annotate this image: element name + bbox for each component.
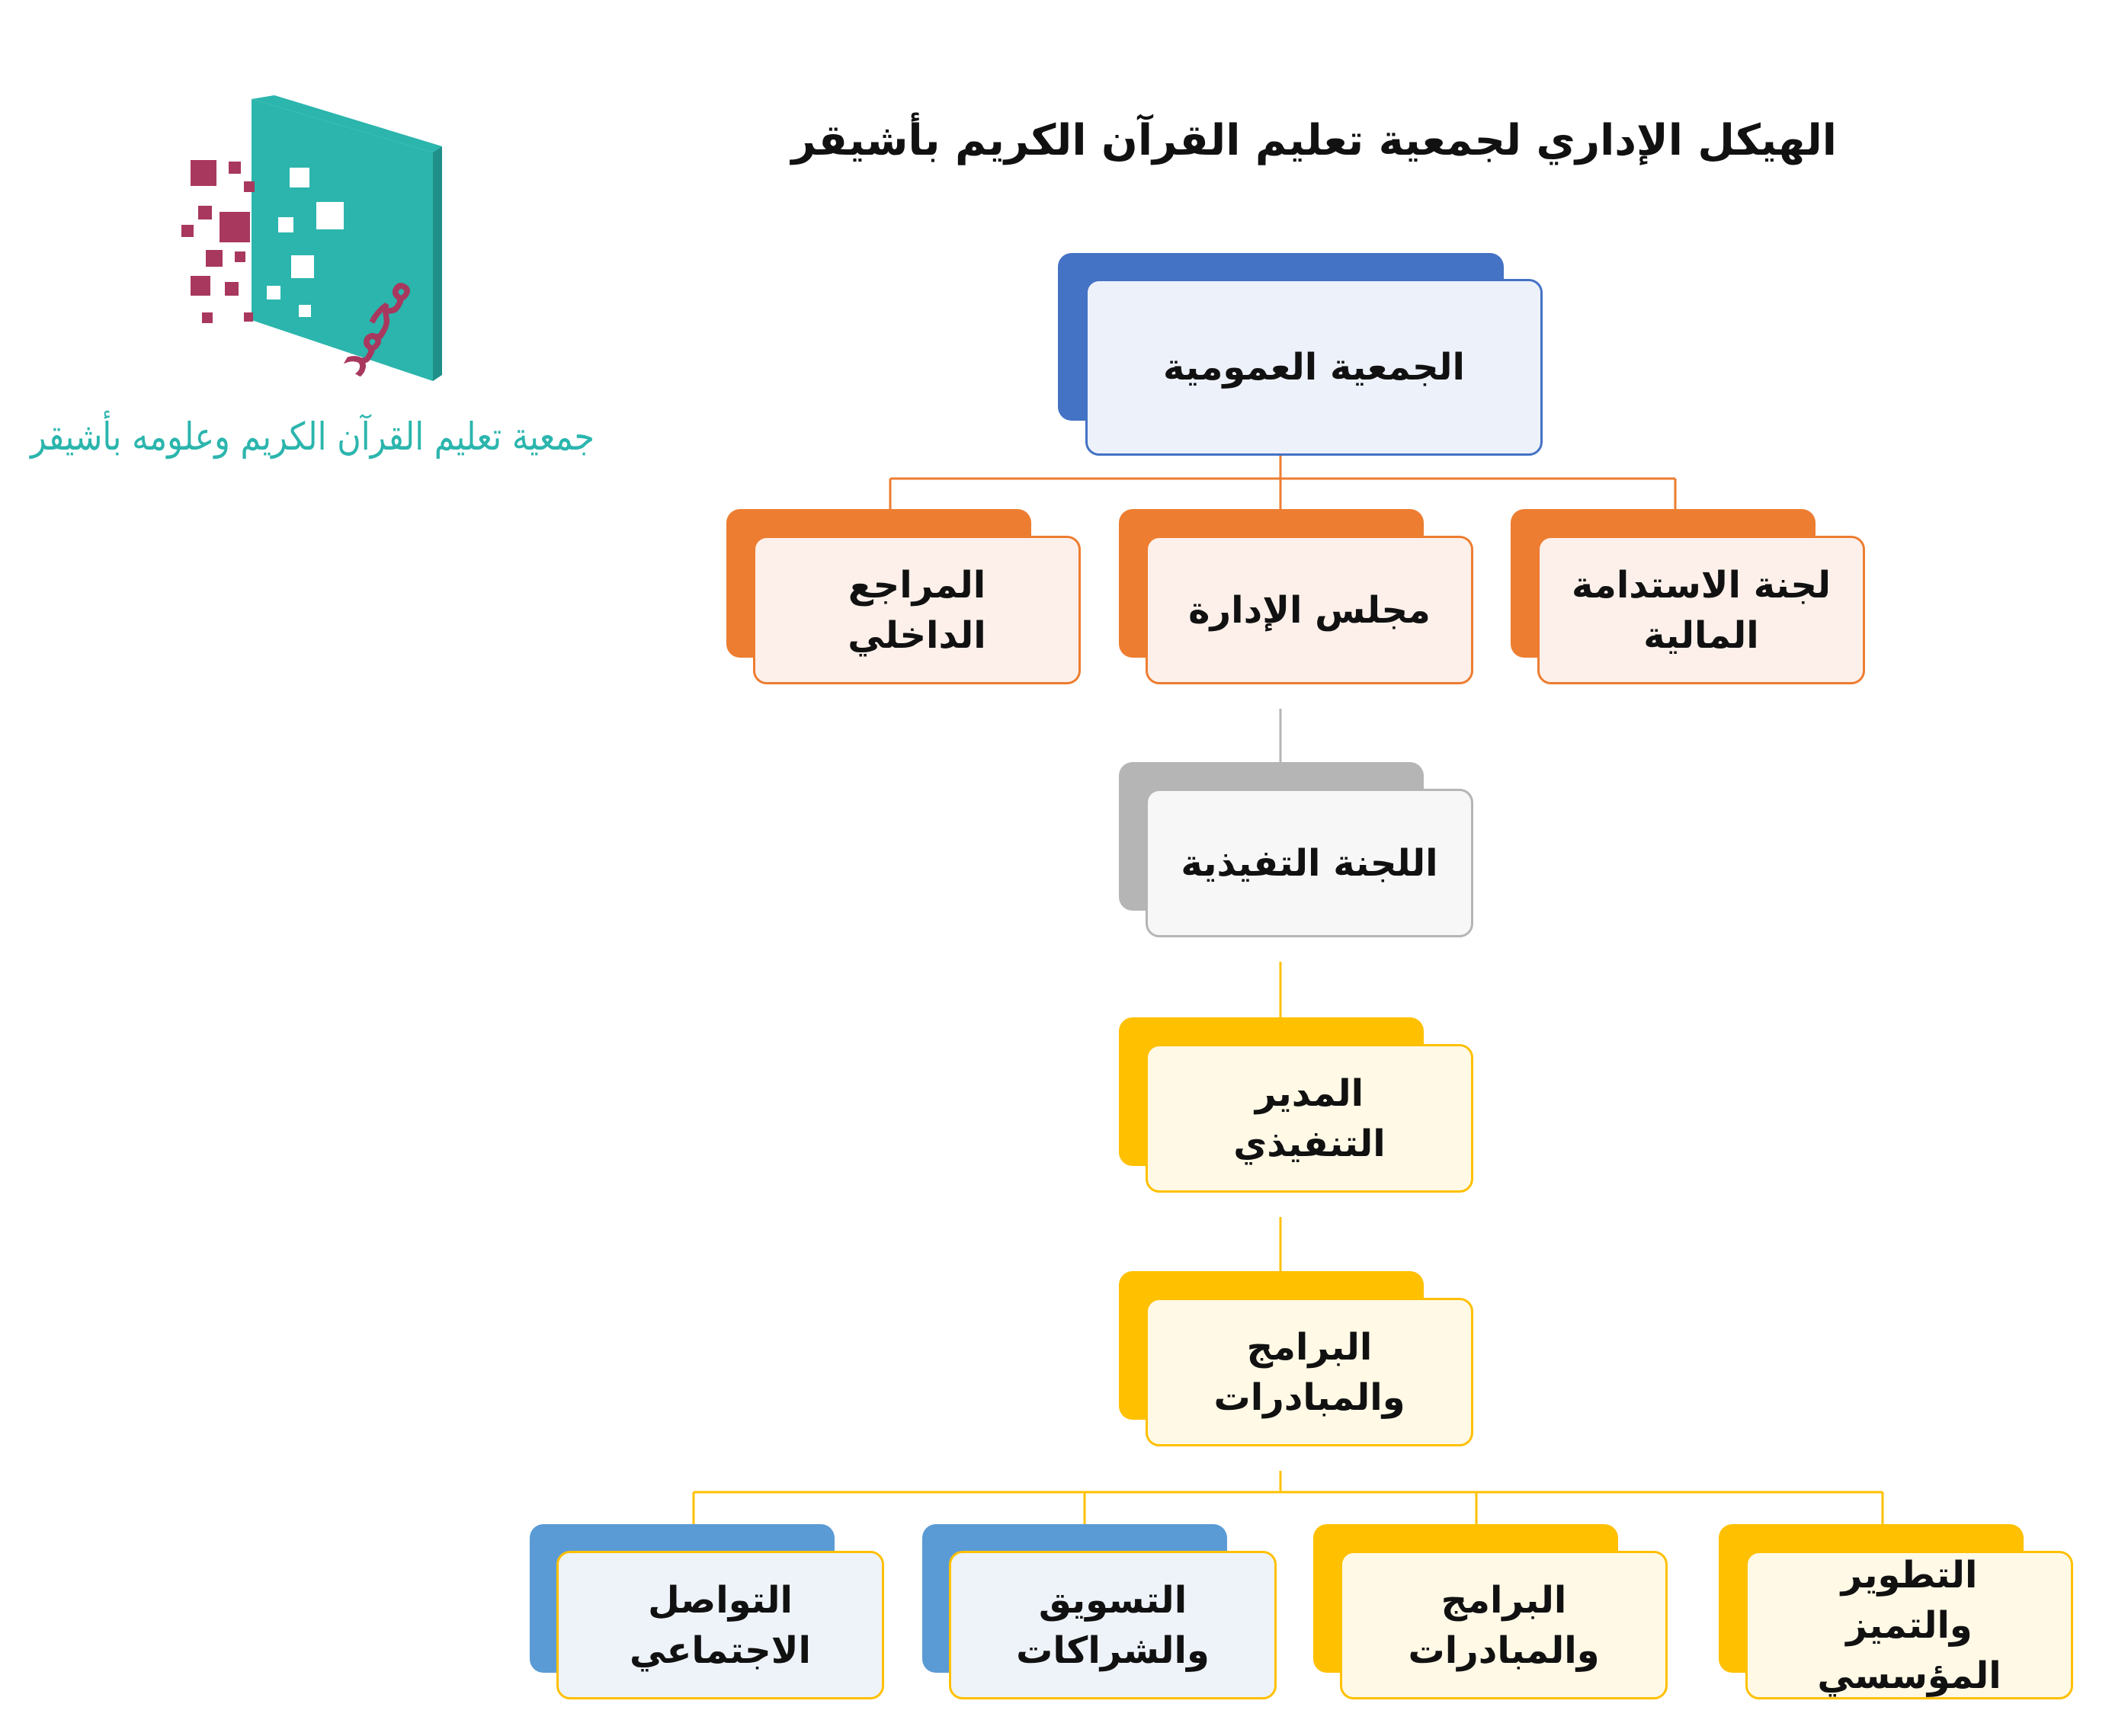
node-general-assembly: الجمعية العمومية [1058,253,1543,456]
node-label: المدير التنفيذي [1146,1044,1473,1193]
node-label: التواصل الاجتماعي [556,1551,884,1699]
pixel-squares-decoration [181,160,255,323]
board-level-connectors [889,453,1677,509]
node-board: مجلس الإدارة [1119,509,1473,684]
page-title: الهيكل الإداري لجمعية تعليم القرآن الكري… [791,116,1837,165]
node-internal-auditor: المراجع الداخلي [726,509,1081,684]
node-label: البرامج والمبادرات [1340,1551,1668,1699]
book-icon [252,95,442,381]
node-executive-director: المدير التنفيذي [1119,1017,1473,1193]
node-label: مجلس الإدارة [1146,536,1473,684]
node-label: المراجع الداخلي [753,536,1081,684]
node-social-communication: التواصل الاجتماعي [530,1524,884,1699]
node-label: الجمعية العمومية [1085,279,1543,456]
node-label: البرامج والمبادرات [1146,1298,1473,1446]
node-institutional-development: التطوير والتميز المؤسسي [1719,1524,2073,1699]
node-label: التطوير والتميز المؤسسي [1745,1551,2073,1699]
node-executive-committee: اللجنة التفيذية [1119,762,1473,937]
association-logo: محمد جمعية تعليم القرآن الكريم وعلومه بأ… [28,95,594,460]
node-financial-sustainability: لجنة الاستدامة المالية [1511,509,1865,684]
node-label: اللجنة التفيذية [1146,789,1473,937]
node-marketing-partnerships: التسويق والشراكات [922,1524,1277,1699]
node-label: لجنة الاستدامة المالية [1537,536,1865,684]
node-programs-initiatives: البرامج والمبادرات [1119,1271,1473,1446]
node-label: التسويق والشراكات [949,1551,1277,1699]
node-programs-initiatives-dept: البرامج والمبادرات [1313,1524,1668,1699]
logo-wordmark: جمعية تعليم القرآن الكريم وعلومه بأشيقر [28,410,594,460]
executive-chain-connectors [692,962,1884,1524]
